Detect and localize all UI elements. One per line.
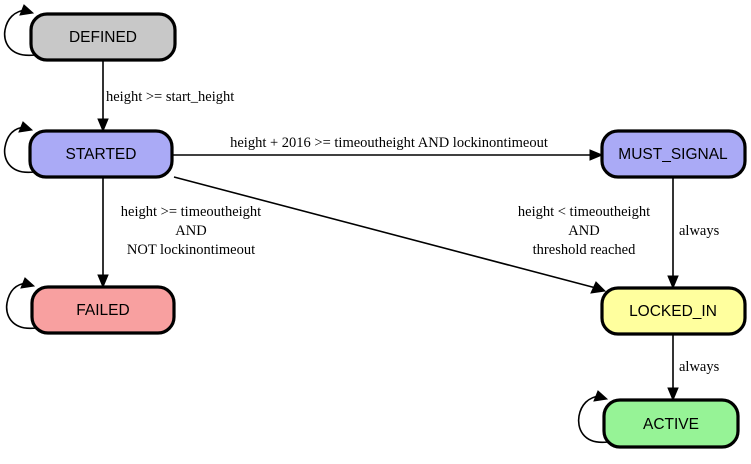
edge-line <box>173 176 597 289</box>
node-defined-shape[interactable] <box>29 12 177 62</box>
edge-label-started-to-failed-line2: AND <box>175 223 206 239</box>
arrowhead-icon <box>593 390 609 402</box>
arrowhead-icon <box>590 281 607 294</box>
edge-label-started-to-failed-line1: height >= timeoutheight <box>121 204 261 220</box>
node-locked-in-label: LOCKED_IN <box>629 303 717 320</box>
edge-started-to-locked-in <box>173 176 607 294</box>
node-locked-in[interactable]: LOCKED_IN <box>600 286 747 336</box>
self-loop-path <box>3 126 35 173</box>
node-must-signal[interactable]: MUST_SIGNAL <box>600 129 747 179</box>
arrowhead-icon <box>19 4 35 16</box>
edge-label-must-signal-condition-line1: height < timeoutheight <box>518 204 650 220</box>
node-failed-label: FAILED <box>76 302 129 319</box>
node-started[interactable]: STARTED <box>28 129 174 179</box>
edge-defined-to-started: height >= start_height <box>97 60 234 133</box>
arrowhead-icon <box>97 274 109 289</box>
edge-started-to-must-signal: height + 2016 >= timeoutheight AND locki… <box>172 135 604 161</box>
self-loop-path <box>5 282 37 329</box>
self-loop-defined <box>3 4 36 56</box>
edge-label-started-to-must-signal: height + 2016 >= timeoutheight AND locki… <box>230 135 548 151</box>
edge-label-defined-to-started: height >= start_height <box>106 89 234 105</box>
node-failed-shape[interactable] <box>30 285 176 335</box>
node-locked-in-shape[interactable] <box>600 286 747 336</box>
node-defined-label: DEFINED <box>69 29 137 46</box>
self-loop-failed <box>5 277 37 329</box>
node-active-shape[interactable] <box>602 398 740 449</box>
node-active[interactable]: ACTIVE <box>602 398 740 449</box>
self-loop-started <box>3 121 35 173</box>
node-active-label: ACTIVE <box>643 416 699 433</box>
self-loop-path <box>577 395 609 443</box>
edge-label-locked-in-to-active: always <box>679 359 720 375</box>
arrowhead-icon <box>97 118 109 133</box>
edge-label-must-signal-condition-line3: threshold reached <box>533 242 636 258</box>
edge-label-must-signal-always: always <box>679 223 720 239</box>
edge-label-started-to-failed-line3: NOT lockinontimeout <box>127 242 255 258</box>
node-must-signal-label: MUST_SIGNAL <box>618 146 728 163</box>
node-started-shape[interactable] <box>28 129 174 179</box>
node-started-label: STARTED <box>66 146 137 163</box>
self-loop-path <box>3 9 36 56</box>
edge-must-signal-to-locked-in: height < timeoutheight AND threshold rea… <box>518 177 720 290</box>
node-failed[interactable]: FAILED <box>30 285 176 335</box>
arrowhead-icon <box>18 121 34 133</box>
arrowhead-icon <box>20 277 36 289</box>
self-loop-active <box>577 390 609 443</box>
arrowhead-icon <box>667 387 679 402</box>
node-must-signal-shape[interactable] <box>600 129 747 179</box>
edge-locked-in-to-active: always <box>667 334 720 402</box>
edge-started-to-failed: height >= timeoutheight AND NOT lockinon… <box>97 177 261 289</box>
arrowhead-icon <box>667 275 679 290</box>
edge-label-must-signal-condition-line2: AND <box>568 223 599 239</box>
node-defined[interactable]: DEFINED <box>29 12 177 62</box>
arrowhead-icon <box>589 149 604 161</box>
